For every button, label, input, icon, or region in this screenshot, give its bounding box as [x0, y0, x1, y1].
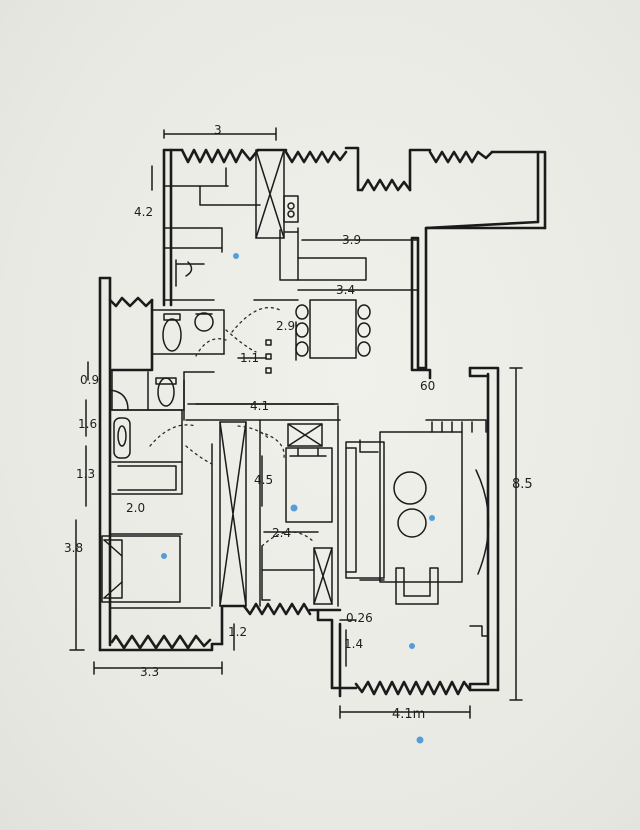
interior-walls: [101, 149, 490, 609]
dim-bottom-right-width: 4.1m: [392, 707, 425, 722]
dim-balcony-left: 0.26: [346, 611, 373, 625]
dim-dining-depth: 2.9: [276, 319, 295, 333]
dim-left-seg-3: 1.3: [76, 467, 95, 481]
dimension-lines: [69, 127, 523, 719]
left-exterior-wall: [98, 276, 224, 652]
dim-top-width: 3: [214, 123, 222, 137]
dim-balcony-depth: 1.4: [344, 637, 363, 651]
dim-dining-width: 3.4: [336, 283, 355, 297]
dimension-labels: 3 4.2 3.9 3.4 2.9 1.1 60 0.9 1.6 1.3 3.8…: [64, 123, 533, 722]
dim-hall-gap: 1.1: [240, 351, 259, 365]
balcony-wall: [316, 608, 472, 698]
living-exterior-wall: [468, 366, 500, 692]
dim-bedroom-mid-wardrobe: 2.4: [272, 526, 291, 540]
dim-step: 1.2: [228, 625, 247, 639]
dim-bedroom-mid-depth: 4.5: [254, 473, 273, 487]
exterior-walls: [162, 146, 547, 380]
dim-kitchen-depth: 4.2: [134, 205, 153, 219]
dim-bath-tub: 2.0: [126, 501, 145, 515]
dim-dining-width-upper: 3.9: [342, 233, 361, 247]
dim-stub: 60: [420, 379, 435, 393]
dim-left-seg-1: 0.9: [80, 373, 99, 387]
dim-bottom-left-width: 3.3: [140, 665, 159, 679]
dim-left-seg-2: 1.6: [78, 417, 97, 431]
dim-living-height: 8.5: [512, 477, 533, 492]
dim-bedroom-mid-width: 4.1: [250, 399, 269, 413]
dim-left-seg-4: 3.8: [64, 541, 83, 555]
marker-dots: [161, 253, 435, 744]
